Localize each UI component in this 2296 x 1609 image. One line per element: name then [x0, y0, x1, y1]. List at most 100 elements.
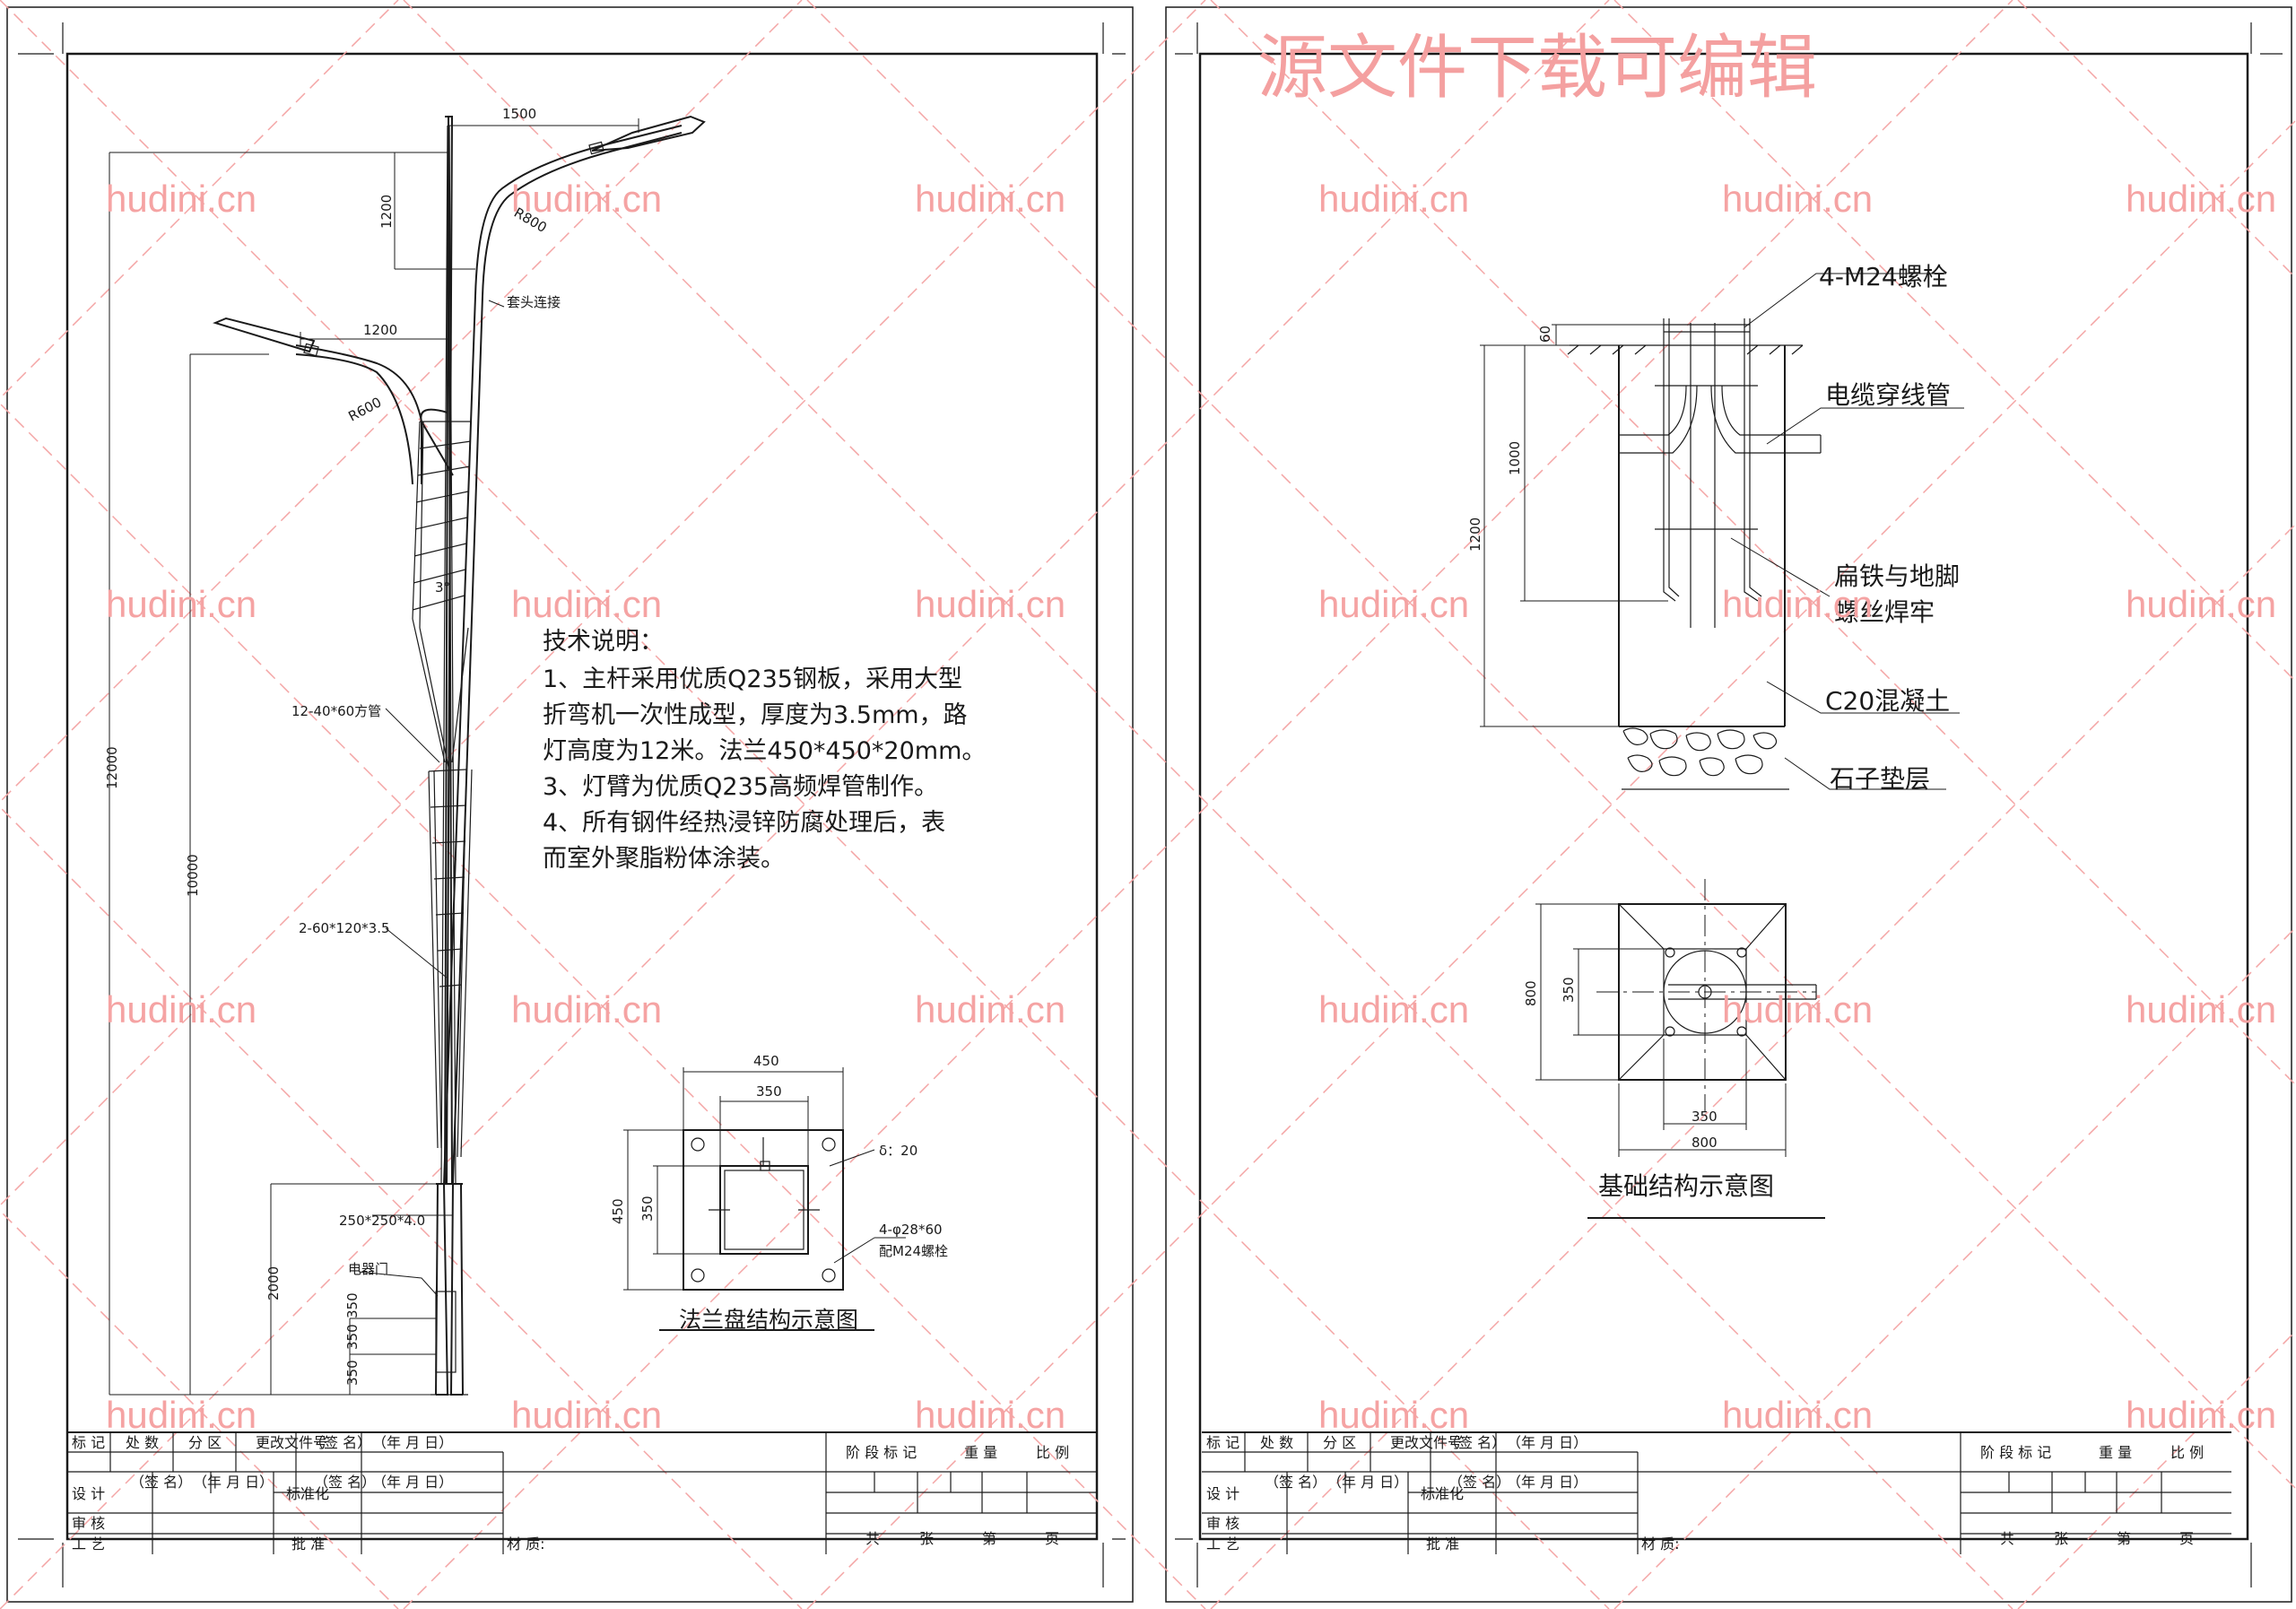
watermark-site-text: hudini.cn [1318, 178, 1469, 220]
title-block-header-cell: 标 记 [72, 1434, 105, 1451]
sleeve-joint-label: 套头连接 [507, 294, 561, 310]
plan-dim-350-v: 350 [1561, 977, 1577, 1003]
dim-350-c: 350 [344, 1292, 361, 1318]
title-block-header-cell: （年 月 日） [1507, 1434, 1587, 1451]
technical-notes: 技术说明： 1、主杆采用优质Q235钢板，采用大型 折弯机一次性成型，厚度为3.… [543, 628, 986, 873]
foundation-plan [1535, 879, 1825, 1219]
dim-2000: 2000 [265, 1266, 282, 1300]
title-block-right: 标 记处 数分 区更改文件号（签 名）（年 月 日）阶 段 标 记重 量比 例设… [1202, 1431, 2231, 1554]
notes-line-4: 3、灯臂为优质Q235高频焊管制作。 [543, 773, 938, 801]
title-block-weight: 重 量 [964, 1444, 997, 1461]
title-block-header-cell: 分 区 [1323, 1434, 1356, 1451]
watermark-site-text: hudini.cn [1722, 583, 1873, 625]
flange-drawing [623, 1067, 906, 1331]
flange-dim-350-left: 350 [639, 1196, 656, 1222]
title-block-header-cell: 处 数 [126, 1434, 159, 1451]
dim-1500: 1500 [502, 106, 536, 122]
dim-12000: 12000 [104, 746, 120, 789]
title-block-header-cell: 处 数 [1260, 1434, 1293, 1451]
title-block-scale: 比 例 [1036, 1444, 1069, 1461]
watermark-site-text: hudini.cn [106, 178, 257, 220]
label-weld-2: 螺丝焊牢 [1834, 597, 1935, 627]
flange-bolts: 配M24螺栓 [879, 1243, 948, 1259]
watermark-site-text: hudini.cn [511, 1394, 662, 1436]
watermark-site-text: hudini.cn [915, 988, 1065, 1031]
pole-dimensions [109, 118, 639, 1396]
watermark-site-text: hudini.cn [2126, 178, 2276, 220]
title-block-header-cell: 标 记 [1206, 1434, 1239, 1451]
plan-dim-800-v: 800 [1523, 980, 1539, 1006]
title-block-zhang: 张 [2054, 1530, 2068, 1547]
flange-dim-350-top: 350 [756, 1083, 782, 1100]
flange-thickness: δ：20 [879, 1143, 918, 1159]
dim-350-a: 350 [344, 1324, 361, 1350]
plan-caption: 基础结构示意图 [1598, 1171, 1774, 1201]
pole-elevation [213, 115, 706, 1396]
watermark-site-text: hudini.cn [1722, 1394, 1873, 1436]
notes-line-2: 折弯机一次性成型，厚度为3.5mm，路 [543, 701, 968, 729]
title-block-approve: 批 准 [291, 1535, 325, 1552]
title-block-di: 第 [2117, 1530, 2131, 1547]
title-block-header-cell: （签 名） [1444, 1434, 1506, 1451]
watermark-site-text: hudini.cn [106, 1394, 257, 1436]
title-block-material: 材 质: [1641, 1535, 1679, 1552]
watermark-site-text: hudini.cn [106, 583, 257, 625]
title-block-material: 材 质: [507, 1535, 544, 1552]
title-block-date2: （年 月 日） [372, 1474, 453, 1491]
watermark-site-text: hudini.cn [1722, 178, 1873, 220]
title-block-standard: 标准化 [286, 1485, 329, 1502]
title-block-header-cell: （签 名） [309, 1434, 371, 1451]
title-block-di: 第 [982, 1530, 996, 1547]
dim-350-b: 350 [344, 1360, 361, 1386]
title-block-header-cell: 更改文件号 [256, 1434, 327, 1451]
title-block-sign: （签 名） [130, 1474, 192, 1491]
title-block-design: 设 计 [72, 1485, 105, 1502]
watermark-site-text: hudini.cn [1722, 988, 1873, 1031]
title-block-total: 共 [865, 1530, 880, 1547]
title-block-design: 设 计 [1206, 1485, 1239, 1502]
dim-1000: 1000 [1507, 441, 1523, 475]
foundation-section [1480, 273, 1964, 790]
watermark-top: 源文件下载可编辑 [1257, 28, 1817, 109]
watermark-site-text: hudini.cn [2126, 583, 2276, 625]
flange-holes: 4-φ28*60 [879, 1222, 943, 1238]
title-block-standard: 标准化 [1421, 1485, 1464, 1502]
label-m24-bolt: 4-M24螺栓 [1819, 262, 1948, 291]
dim-r600: R600 [345, 394, 384, 424]
dim-1200-upper: 1200 [378, 195, 395, 229]
base-section-label: 250*250*4.0 [339, 1213, 425, 1229]
title-block-left: 标 记处 数分 区更改文件号（签 名）（年 月 日）阶 段 标 记重 量比 例设… [67, 1431, 1097, 1554]
dim-1200: 1200 [1467, 517, 1483, 552]
title-block-date2: （年 月 日） [1507, 1474, 1587, 1491]
label-gravel: 石子垫层 [1830, 764, 1930, 794]
dim-angle: 3° [435, 579, 450, 596]
notes-title: 技术说明： [543, 628, 664, 656]
title-block-stage: 阶 段 标 记 [846, 1444, 917, 1461]
title-block-ye: 页 [1045, 1530, 1059, 1547]
title-block-total: 共 [2000, 1530, 2014, 1547]
rib-tube-label: 12-40*60方管 [291, 703, 381, 719]
title-block-process: 工 艺 [1206, 1535, 1239, 1552]
title-block-date: （年 月 日） [1327, 1474, 1408, 1491]
door-label: 电器门 [348, 1261, 388, 1277]
title-block-header-cell: 分 区 [188, 1434, 222, 1451]
title-block-header-cell: （年 月 日） [372, 1434, 453, 1451]
notes-line-5: 4、所有钢件经热浸锌防腐处理后，表 [543, 809, 945, 837]
watermark-site-text: hudini.cn [106, 988, 257, 1031]
title-block-zhang: 张 [919, 1530, 934, 1547]
title-block-weight: 重 量 [2099, 1444, 2132, 1461]
title-block-scale: 比 例 [2170, 1444, 2204, 1461]
title-block-review: 审 核 [72, 1515, 105, 1532]
title-block-sign: （签 名） [1265, 1474, 1326, 1491]
notes-line-1: 1、主杆采用优质Q235钢板，采用大型 [543, 665, 962, 693]
watermark-site-text: hudini.cn [511, 988, 662, 1031]
sheet-right-frame [1165, 6, 2292, 1603]
title-block-sign2: （签 名） [314, 1474, 376, 1491]
flange-dim-450-left: 450 [610, 1198, 626, 1224]
watermark-site-text: hudini.cn [915, 1394, 1065, 1436]
dim-10000: 10000 [185, 854, 201, 897]
notes-line-6: 而室外聚脂粉体涂装。 [543, 845, 785, 873]
title-block-sign2: （签 名） [1448, 1474, 1510, 1491]
watermark-site-text: hudini.cn [2126, 988, 2276, 1031]
